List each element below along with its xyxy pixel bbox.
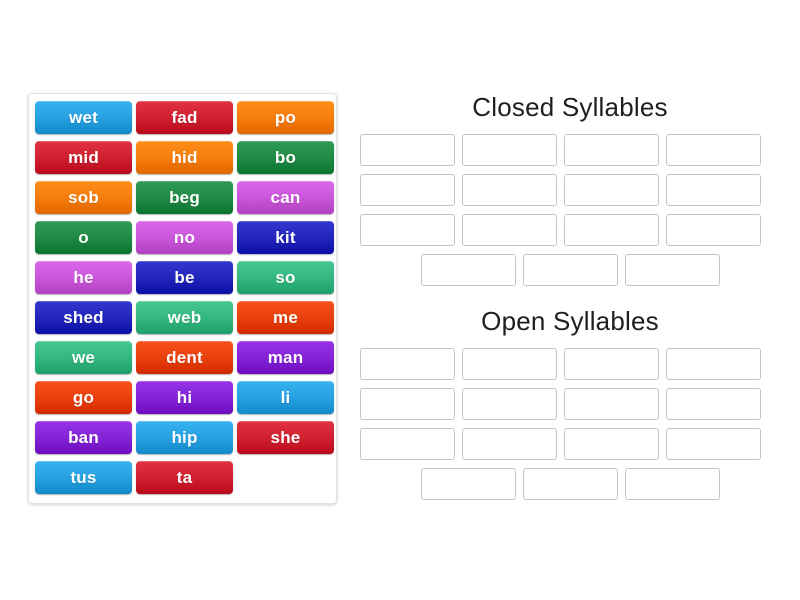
word-tile[interactable]: tus: [35, 461, 132, 494]
word-tile[interactable]: wet: [35, 101, 132, 134]
drop-slot[interactable]: [666, 428, 761, 460]
drop-slot[interactable]: [360, 174, 455, 206]
drop-slot[interactable]: [360, 214, 455, 246]
drop-slot[interactable]: [462, 174, 557, 206]
drop-slot[interactable]: [564, 388, 659, 420]
slot-row: [360, 254, 780, 286]
zone-title-open-syllables: Open Syllables: [481, 306, 659, 336]
drop-zone-closed-syllables: Closed Syllables: [360, 92, 780, 294]
word-tile[interactable]: bo: [237, 141, 334, 174]
drop-slot[interactable]: [360, 388, 455, 420]
word-tile[interactable]: we: [35, 341, 132, 374]
word-tile[interactable]: me: [237, 301, 334, 334]
slot-row: [360, 388, 780, 420]
word-tile[interactable]: shed: [35, 301, 132, 334]
drop-slot[interactable]: [624, 254, 720, 286]
word-tile[interactable]: web: [136, 301, 233, 334]
word-tile[interactable]: ta: [136, 461, 233, 494]
drop-slot[interactable]: [666, 214, 761, 246]
drop-slot[interactable]: [462, 134, 557, 166]
drop-slot[interactable]: [522, 468, 618, 500]
word-tile[interactable]: po: [237, 101, 334, 134]
word-tile[interactable]: kit: [237, 221, 334, 254]
slot-row: [360, 428, 780, 460]
word-tile[interactable]: go: [35, 381, 132, 414]
drop-slot[interactable]: [624, 468, 720, 500]
word-tile[interactable]: hid: [136, 141, 233, 174]
zone-title-closed-syllables: Closed Syllables: [472, 92, 668, 122]
word-tile[interactable]: sob: [35, 181, 132, 214]
drop-slot[interactable]: [564, 348, 659, 380]
drop-slot[interactable]: [564, 428, 659, 460]
drop-slot[interactable]: [360, 134, 455, 166]
word-tile[interactable]: mid: [35, 141, 132, 174]
word-tile[interactable]: dent: [136, 341, 233, 374]
word-tile[interactable]: he: [35, 261, 132, 294]
drop-slot[interactable]: [666, 348, 761, 380]
word-tile[interactable]: hip: [136, 421, 233, 454]
slot-rows-open-syllables: [360, 348, 780, 500]
word-tile[interactable]: fad: [136, 101, 233, 134]
word-tile[interactable]: she: [237, 421, 334, 454]
slot-row: [360, 134, 780, 166]
word-tile[interactable]: no: [136, 221, 233, 254]
word-tile[interactable]: ban: [35, 421, 132, 454]
word-tile[interactable]: li: [237, 381, 334, 414]
word-tile[interactable]: be: [136, 261, 233, 294]
word-tile[interactable]: man: [237, 341, 334, 374]
drop-slot[interactable]: [420, 254, 516, 286]
slot-row: [360, 468, 780, 500]
drop-slot[interactable]: [666, 388, 761, 420]
drop-zone-open-syllables: Open Syllables: [360, 306, 780, 508]
drop-slot[interactable]: [462, 388, 557, 420]
drop-slot[interactable]: [564, 134, 659, 166]
drop-slot[interactable]: [564, 174, 659, 206]
drop-slot[interactable]: [360, 348, 455, 380]
drop-slot[interactable]: [360, 428, 455, 460]
drop-slot[interactable]: [564, 214, 659, 246]
drop-slot[interactable]: [666, 134, 761, 166]
drop-slot[interactable]: [522, 254, 618, 286]
slot-row: [360, 348, 780, 380]
drop-slot[interactable]: [420, 468, 516, 500]
slot-rows-closed-syllables: [360, 134, 780, 286]
word-tile[interactable]: hi: [136, 381, 233, 414]
drop-slot[interactable]: [666, 174, 761, 206]
word-tile[interactable]: so: [237, 261, 334, 294]
word-tile[interactable]: can: [237, 181, 334, 214]
slot-row: [360, 214, 780, 246]
word-tile[interactable]: beg: [136, 181, 233, 214]
drop-slot[interactable]: [462, 214, 557, 246]
drop-slot[interactable]: [462, 428, 557, 460]
drop-slot[interactable]: [462, 348, 557, 380]
slot-row: [360, 174, 780, 206]
word-tile[interactable]: o: [35, 221, 132, 254]
